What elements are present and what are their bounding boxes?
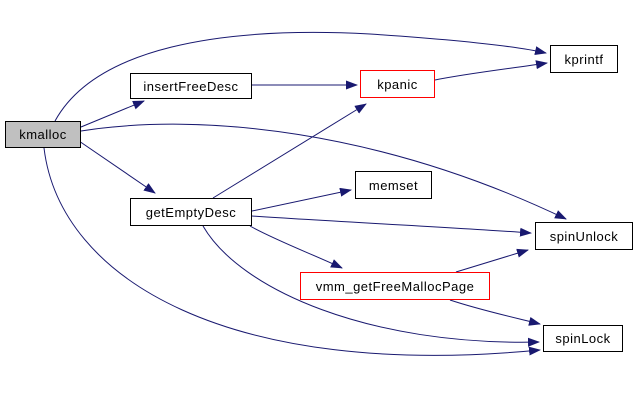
node-spinLock[interactable]: spinLock [543,325,623,352]
node-memset[interactable]: memset [355,171,432,199]
edge-getEmptyDesc-memset [251,187,352,212]
node-kmalloc[interactable]: kmalloc [5,121,81,148]
edge-getEmptyDesc-spinUnlock [251,215,532,237]
node-getEmptyDesc[interactable]: getEmptyDesc [130,198,252,226]
node-kpanic[interactable]: kpanic [360,70,435,98]
edge-getEmptyDesc-vmm_getFreeMallocPage [249,225,343,269]
node-insertFreeDesc[interactable]: insertFreeDesc [130,73,252,99]
edge-kmalloc-getEmptyDesc [78,140,156,194]
edge-vmm_getFreeMallocPage-spinLock [449,299,541,326]
node-kprintf[interactable]: kprintf [550,45,618,73]
edge-vmm_getFreeMallocPage-spinUnlock [455,248,529,273]
edge-kpanic-kprintf [434,60,548,81]
edge-kmalloc-insertFreeDesc [80,100,145,128]
edge-getEmptyDesc-kpanic [212,103,367,199]
node-spinUnlock[interactable]: spinUnlock [535,222,633,250]
edge-kmalloc-spinLock [43,147,541,356]
node-vmm_getFreeMallocPage[interactable]: vmm_getFreeMallocPage [300,272,490,300]
edge-kmalloc-kprintf [54,31,547,122]
